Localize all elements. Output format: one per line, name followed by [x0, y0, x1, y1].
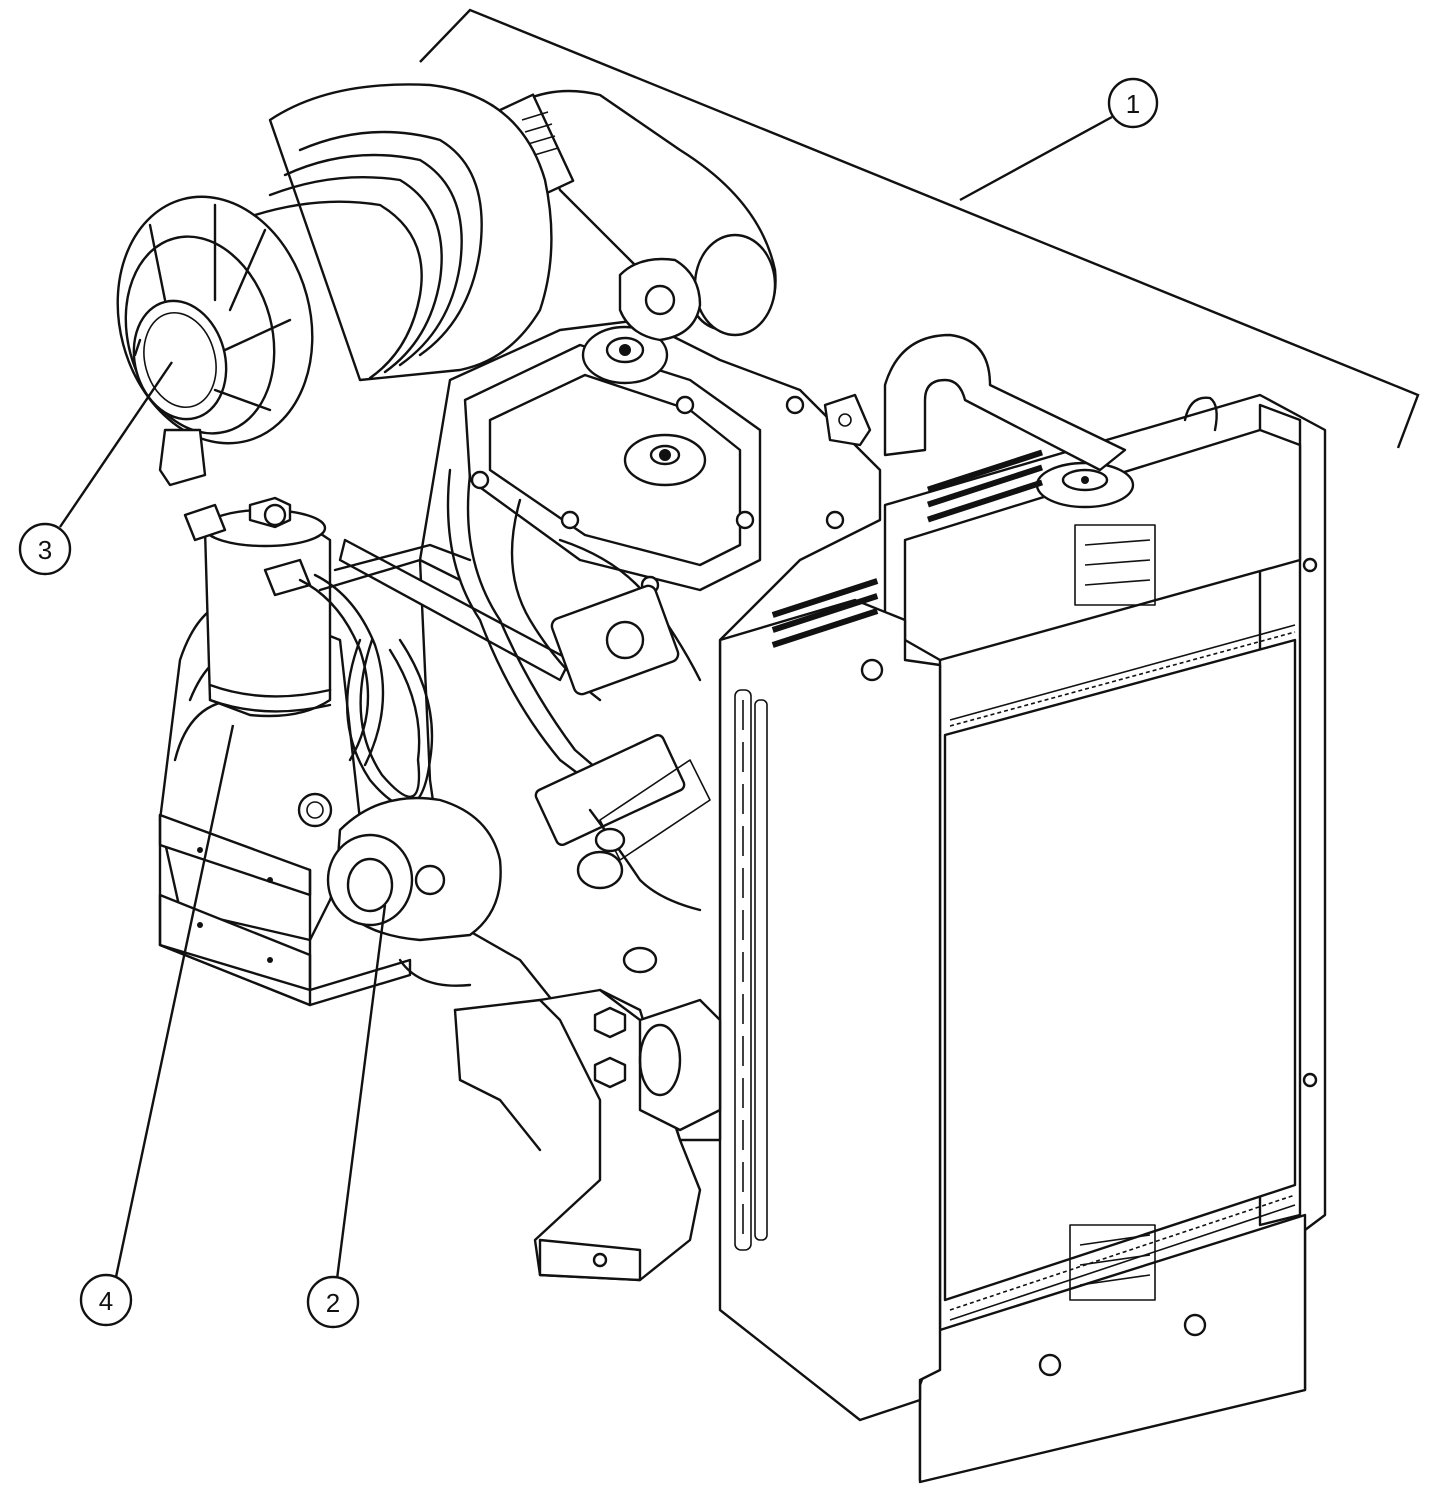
coolant-pipe: [883, 333, 1218, 472]
callout-2: 2: [306, 1275, 360, 1329]
shroud-vents: [734, 689, 768, 1251]
assembly-bracket: [419, 8, 1420, 449]
callout-4-label: 4: [99, 1286, 113, 1316]
radiator: [863, 393, 1327, 1484]
callout-1: 1: [1107, 77, 1159, 129]
top-grille: [927, 449, 1043, 523]
fan-shroud-panel: [718, 578, 942, 1422]
lower-grille: [1069, 1224, 1156, 1301]
oil-filter: [326, 796, 502, 987]
upper-right-grille: [1074, 524, 1156, 606]
callout-3-label: 3: [38, 535, 52, 565]
callout-4: 4: [79, 1273, 133, 1327]
leader-lines: [59, 115, 1113, 1280]
air-cleaner: [116, 83, 553, 487]
intake-bracket: [618, 257, 872, 447]
engine-block: [338, 318, 882, 1282]
callout-3: 3: [18, 522, 72, 576]
callout-1-label: 1: [1126, 89, 1140, 119]
fuel-filter: [183, 496, 472, 807]
callout-2-label: 2: [326, 1288, 340, 1318]
